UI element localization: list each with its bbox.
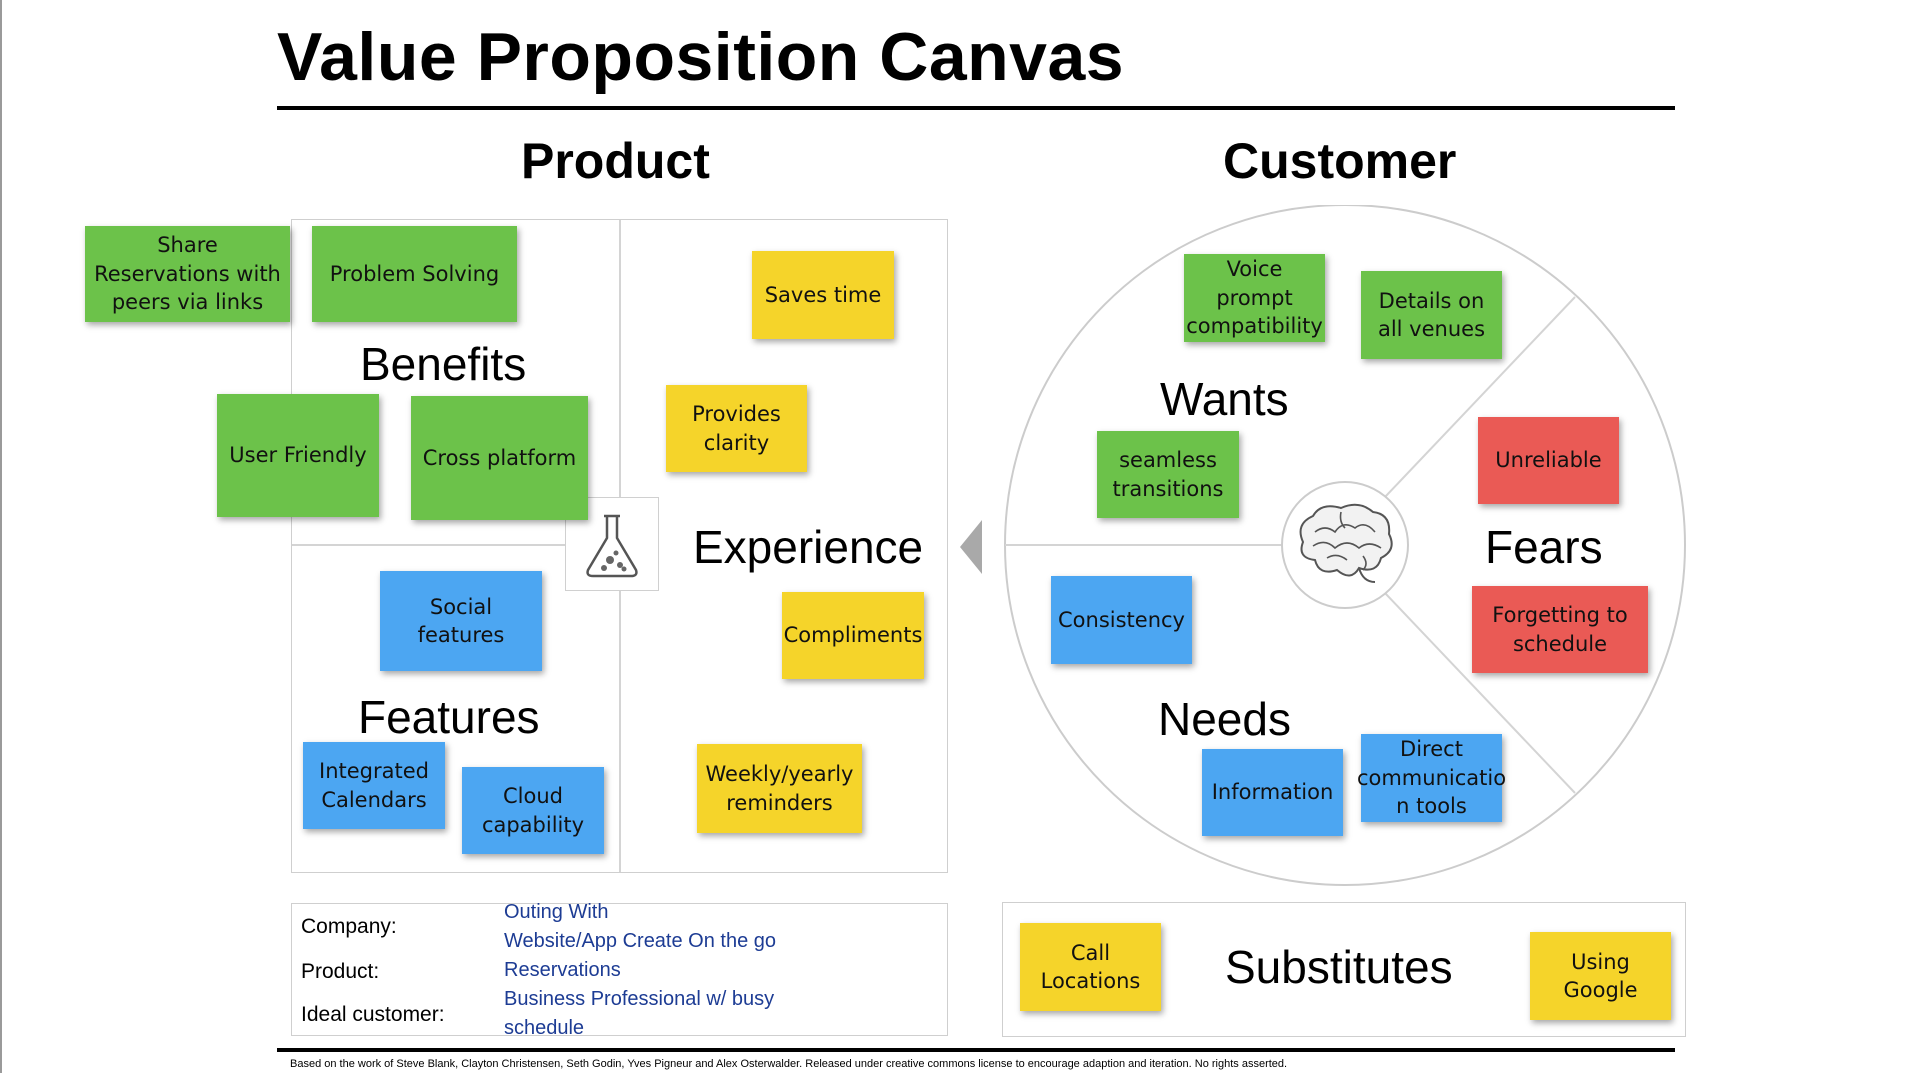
note-integrated-calendars[interactable]: Integrated Calendars <box>303 742 445 829</box>
wants-label: Wants <box>1160 373 1289 425</box>
note-share-reservations[interactable]: Share Reservations with peers via links <box>85 226 290 322</box>
note-forgetting-schedule[interactable]: Forgetting to schedule <box>1472 586 1648 673</box>
needs-label: Needs <box>1158 693 1291 745</box>
features-label: Features <box>358 691 540 743</box>
note-details-venues[interactable]: Details on all venues <box>1361 271 1502 359</box>
footer-credits: Based on the work of Steve Blank, Clayto… <box>290 1058 1288 1070</box>
note-user-friendly[interactable]: User Friendly <box>217 394 379 517</box>
product-horizontal-divider <box>292 544 619 546</box>
note-information[interactable]: Information <box>1202 749 1343 836</box>
note-seamless-transitions[interactable]: seamless transitions <box>1097 431 1239 518</box>
window-edge <box>0 0 2 1073</box>
substitutes-label: Substitutes <box>1225 941 1453 993</box>
title-divider <box>277 106 1675 110</box>
note-cloud-capability[interactable]: Cloud capability <box>462 767 604 854</box>
note-call-locations[interactable]: Call Locations <box>1020 923 1161 1011</box>
ideal-customer-label: Ideal customer: <box>301 1003 445 1026</box>
customer-heading: Customer <box>1223 133 1457 189</box>
benefits-label: Benefits <box>360 338 527 390</box>
fears-label: Fears <box>1485 521 1603 573</box>
note-social-features[interactable]: Social features <box>380 571 542 671</box>
info-value-line: schedule <box>504 1017 585 1039</box>
product-label: Product: <box>301 960 380 983</box>
note-problem-solving[interactable]: Problem Solving <box>312 226 517 322</box>
note-compliments[interactable]: Compliments <box>782 592 924 679</box>
page-title: Value Proposition Canvas <box>277 19 1125 95</box>
product-heading: Product <box>521 133 710 189</box>
note-direct-communication[interactable]: Direct communicatio n tools <box>1357 734 1506 822</box>
note-using-google[interactable]: Using Google <box>1530 932 1671 1020</box>
info-value-line: Reservations <box>504 959 621 981</box>
footer-divider <box>277 1048 1675 1052</box>
note-unreliable[interactable]: Unreliable <box>1478 417 1619 504</box>
note-consistency[interactable]: Consistency <box>1051 576 1192 664</box>
company-label: Company: <box>301 915 397 938</box>
note-voice-prompt[interactable]: Voice prompt compatibility <box>1184 254 1325 342</box>
info-values: Outing With Website/App Create On the go… <box>504 898 934 1043</box>
info-value-line: Outing With <box>504 901 609 923</box>
experience-label: Experience <box>693 521 924 573</box>
arrow-left-icon <box>960 520 982 574</box>
note-saves-time[interactable]: Saves time <box>752 251 894 339</box>
info-value-line: Business Professional w/ busy <box>504 988 775 1010</box>
brain-icon <box>1299 503 1393 583</box>
note-provides-clarity[interactable]: Provides clarity <box>666 385 807 472</box>
info-value-line: Website/App Create On the go <box>504 930 777 952</box>
info-box <box>291 903 948 1036</box>
note-weekly-reminders[interactable]: Weekly/yearly reminders <box>697 744 862 833</box>
note-cross-platform[interactable]: Cross platform <box>411 396 588 520</box>
